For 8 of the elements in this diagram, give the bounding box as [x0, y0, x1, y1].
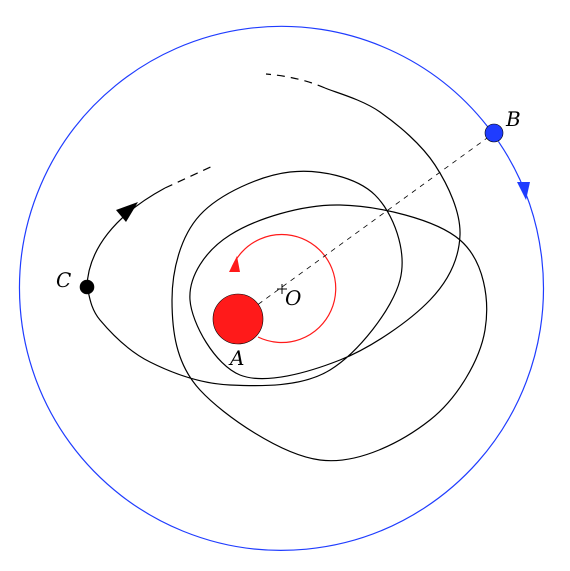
dashed-line [258, 138, 488, 305]
body-dot [80, 280, 94, 294]
point-label: A [230, 346, 244, 370]
body-dot [212, 294, 264, 344]
point-label: O [285, 286, 302, 310]
point-label: B [506, 107, 521, 131]
body-dot [484, 124, 504, 142]
point-label: C [56, 268, 72, 292]
